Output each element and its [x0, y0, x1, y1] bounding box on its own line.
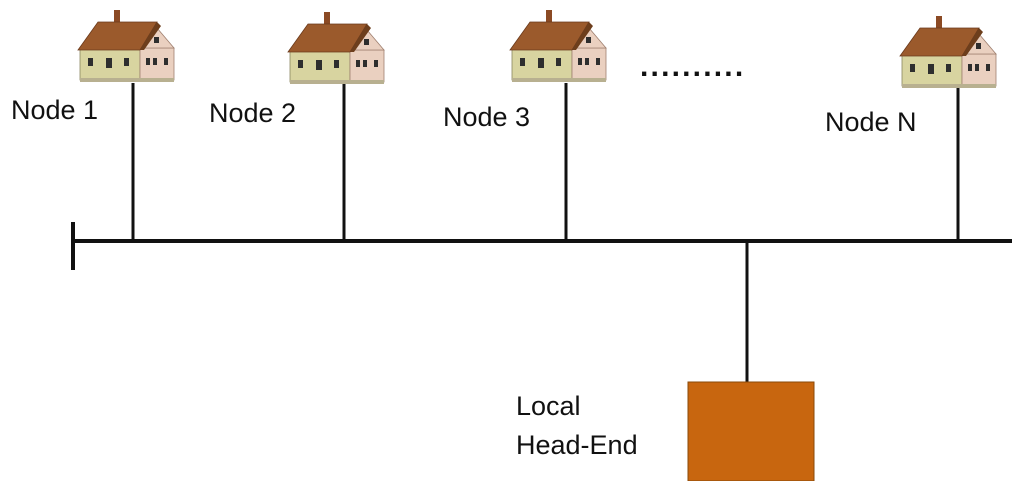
head-end-box	[687, 381, 815, 481]
head-end-label-line1: Local	[516, 391, 581, 421]
house-icon	[77, 9, 175, 83]
house-icon	[287, 11, 385, 85]
node-n-label: Node N	[825, 107, 917, 137]
node-1-label: Node 1	[11, 95, 99, 125]
ellipsis-dots: ..........	[640, 50, 745, 83]
house-icon	[509, 9, 607, 83]
node-2-label: Node 2	[209, 98, 297, 128]
house-icon	[899, 15, 997, 89]
head-end-label: Local Head-End	[516, 393, 638, 471]
node-3-label: Node 3	[443, 102, 531, 132]
head-end-label-line2: Head-End	[516, 430, 638, 460]
